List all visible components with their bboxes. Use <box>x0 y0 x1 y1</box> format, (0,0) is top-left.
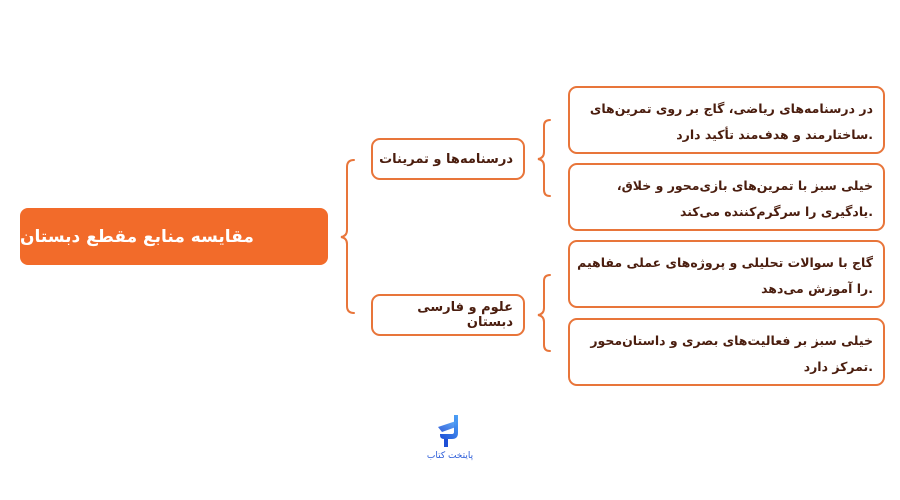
root-title-text: مقایسه منابع مقطع دبستان <box>20 226 254 247</box>
leaf-text-line: در درسنامه‌های ریاضی، گاج بر روی تمرین‌ه… <box>589 101 873 116</box>
leaf-node-kheili-sabz-visual: خیلی سبز بر فعالیت‌های بصری و داستان‌محو… <box>568 318 885 386</box>
root-node-title: مقایسه منابع مقطع دبستان <box>20 208 328 265</box>
leaf-text-line: .ساختارمند و هدف‌مند تأکید دارد <box>676 127 873 142</box>
leaf-text-line: خیلی سبز با تمرین‌های بازی‌محور و خلاق، <box>616 178 873 193</box>
branch-label: علوم و فارسی دبستان <box>417 300 513 330</box>
brand-logo: پایتخت کتاب <box>418 413 482 467</box>
root-bracket <box>340 159 355 314</box>
branch2-bracket <box>537 274 551 352</box>
leaf-node-gaj-science: گاج با سوالات تحلیلی و پروژه‌های عملی مف… <box>568 240 885 308</box>
leaf-node-gaj-math: در درسنامه‌های ریاضی، گاج بر روی تمرین‌ه… <box>568 86 885 154</box>
leaf-text-line: .را آموزش می‌دهد <box>761 281 873 296</box>
leaf-text-line: .یادگیری را سرگرم‌کننده می‌کند <box>679 204 873 219</box>
leaf-node-kheili-sabz-exercises: خیلی سبز با تمرین‌های بازی‌محور و خلاق، … <box>568 163 885 231</box>
branch-node-science-persian: علوم و فارسی دبستان <box>371 294 525 336</box>
branch-label: درسنامه‌ها و تمرینات <box>379 151 513 167</box>
branch-node-lessons-exercises: درسنامه‌ها و تمرینات <box>371 138 525 180</box>
branch1-bracket <box>537 119 551 197</box>
leaf-text-line: .تمرکز دارد <box>803 359 873 374</box>
paytakht-ketab-logo-icon <box>438 415 458 447</box>
leaf-text-line: گاج با سوالات تحلیلی و پروژه‌های عملی مف… <box>577 255 873 270</box>
leaf-text-line: خیلی سبز بر فعالیت‌های بصری و داستان‌محو… <box>590 333 873 348</box>
logo-text: پایتخت کتاب <box>426 451 474 461</box>
